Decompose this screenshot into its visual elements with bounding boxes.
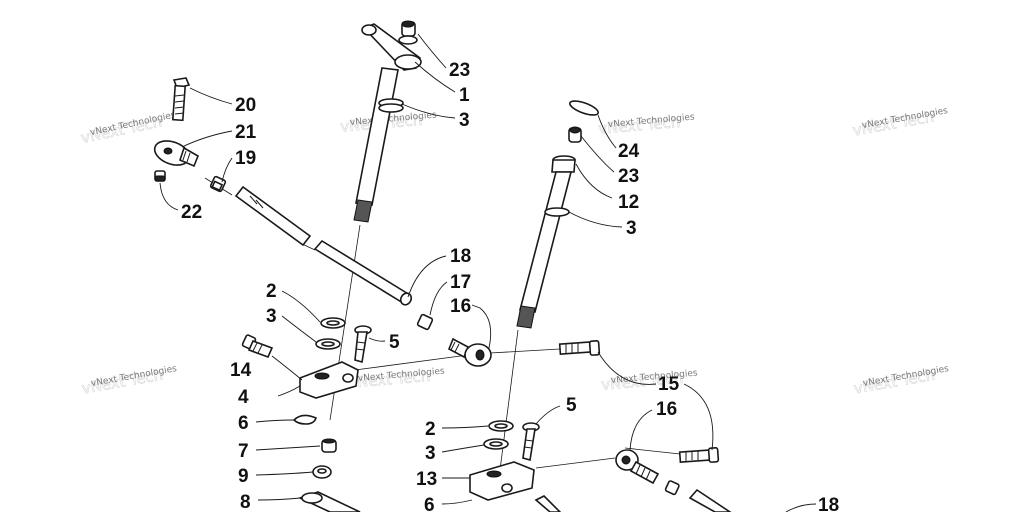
washer-part-2-left [320,317,346,329]
bolt-part-5-right [522,422,540,462]
callout-9: 9 [238,466,249,487]
callout-16: 16 [450,296,471,317]
nut-part-19 [209,175,227,193]
left-steering-post-assembly [241,20,422,512]
cap-part-24 [569,100,599,116]
cap-part-23-right [568,126,582,143]
cap-part-23-left [398,20,418,45]
left-tie-rod-assembly [153,77,601,367]
bolt-part-14 [241,334,274,359]
callout-21: 21 [235,122,257,143]
callout-22: 22 [181,202,202,223]
pitman-arm-part-13 [469,461,535,501]
callout-23-top: 23 [449,60,470,81]
callout-2-left: 2 [266,281,277,302]
nut-lower-right [664,480,680,496]
callout-2-right: 2 [425,419,436,440]
bolt-part-15-lower [678,447,720,463]
bushing-part-7 [321,438,337,453]
callout-17: 17 [450,272,471,293]
callout-1: 1 [459,85,470,106]
callout-18: 18 [450,246,471,267]
washer-part-9 [312,465,332,479]
callout-6-left: 6 [238,413,249,434]
nut-part-17 [416,313,434,331]
washer-part-3-right [483,438,509,450]
callout-8: 8 [240,492,251,512]
rod-end-part-16 [447,337,492,367]
pitman-arm-part-4 [299,361,359,399]
callout-3-right: 3 [626,218,637,239]
callout-3-left: 3 [266,306,277,327]
leader-lines [159,33,817,512]
callout-12: 12 [618,192,639,213]
post-part-12 [516,155,576,329]
callout-3-right-lower: 3 [425,443,436,464]
callout-4: 4 [238,387,249,408]
callout-labels: 23 1 3 20 21 19 22 24 23 12 3 18 17 16 2… [181,60,839,512]
right-steering-post-assembly [469,100,732,512]
rod-end-part-16-right [615,449,660,485]
callout-7: 7 [238,441,249,462]
callout-15: 15 [658,374,680,395]
arm-part-8 [297,491,361,512]
bolt-lower-right [534,495,562,512]
tie-rod-part-18-lower [688,488,732,512]
callout-5-left: 5 [389,332,400,353]
bolt-part-5-left [354,325,372,364]
callout-19: 19 [235,148,256,169]
bolt-part-15-upper [558,340,601,356]
callout-18-lower: 18 [818,495,839,512]
bolt-part-20 [171,77,191,122]
callout-13: 13 [416,469,437,490]
callout-20: 20 [235,95,256,116]
callout-16-right: 16 [656,399,677,420]
callout-24: 24 [618,141,640,162]
tie-rod-part-18 [234,185,413,306]
callout-23-right: 23 [618,166,639,187]
steering-arm-part-1 [361,23,422,71]
clip-part-6-left [292,414,317,425]
callout-6-right: 6 [424,495,435,512]
callout-3-top: 3 [459,110,470,131]
rod-end-part-21 [153,140,200,168]
steering-column-left [353,67,404,223]
washer-part-3-left [315,338,341,350]
washer-part-2-right [488,420,514,432]
nut-part-22 [154,170,166,182]
callout-14: 14 [230,360,252,381]
callout-5-right: 5 [566,395,577,416]
